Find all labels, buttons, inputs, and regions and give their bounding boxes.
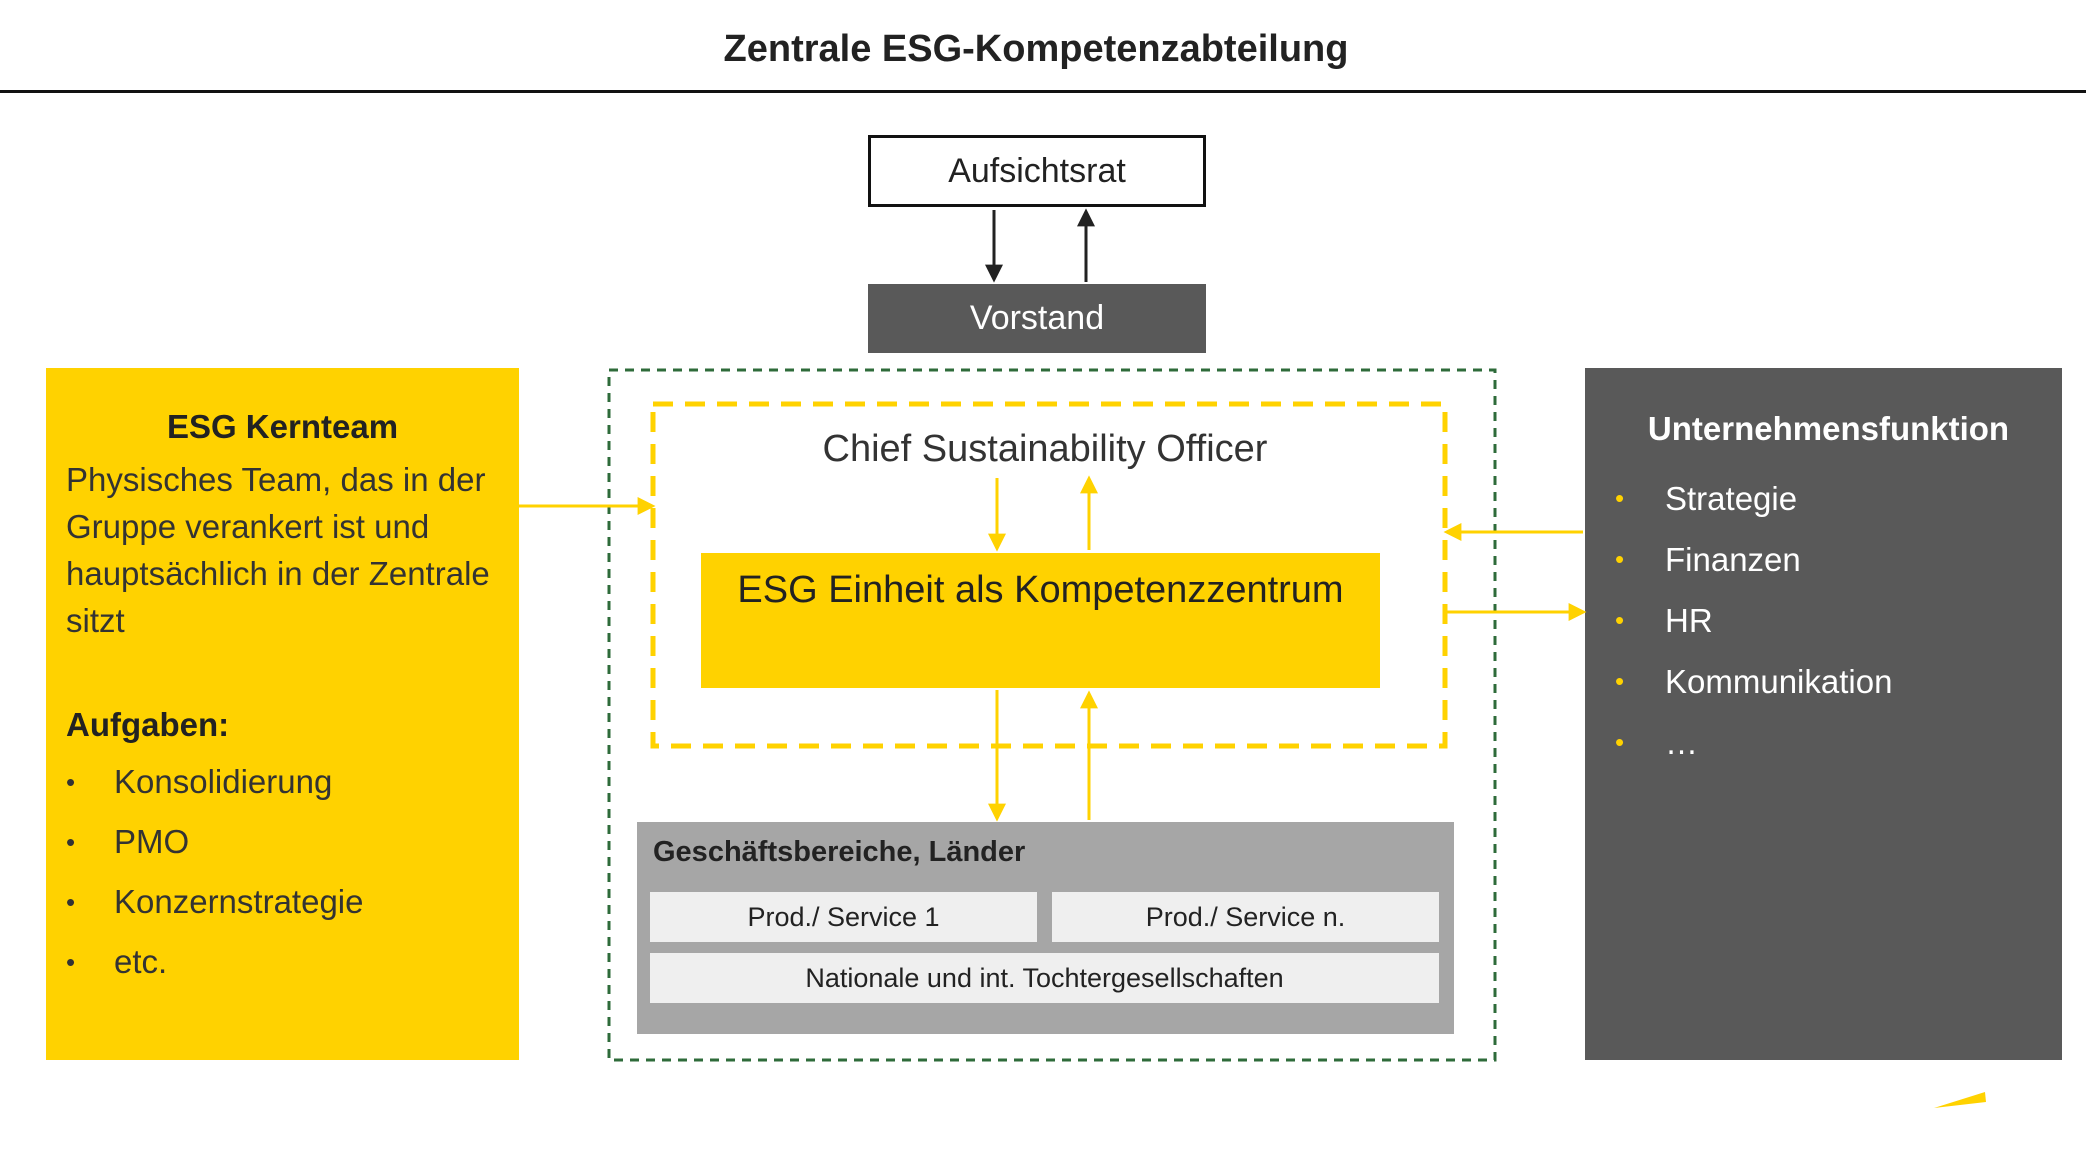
task-label: Konzernstrategie (114, 883, 364, 920)
task-item: • PMO (66, 812, 499, 872)
core-team-heading: ESG Kernteam (166, 408, 399, 445)
bullet-icon: • (66, 947, 76, 977)
product-service-n-box: Prod./ Service n. (1052, 892, 1439, 942)
core-team-description: Physisches Team, das in der Gruppe veran… (66, 461, 490, 639)
product-service-n-label: Prod./ Service n. (1145, 901, 1346, 932)
esg-core-team-panel: ESG Kernteam Physisches Team, das in der… (46, 368, 519, 1060)
functions-list: •Strategie •Finanzen •HR •Kommunikation … (1615, 468, 2042, 773)
bullet-icon: • (66, 887, 76, 917)
task-label: PMO (114, 823, 190, 860)
task-label: Konsolidierung (114, 763, 333, 800)
corporate-functions-panel: Unternehmensfunktion • Strategie • Finanze… (1585, 368, 2062, 1060)
function-label: HR (1665, 602, 1713, 639)
task-item: • Konzernstrategie (66, 872, 499, 932)
title-divider (0, 90, 2086, 93)
esg-unit-box: ESG Einheit als Kompetenzzentrum (701, 553, 1380, 688)
supervisory-board-label: Aufsichtsrat (948, 151, 1126, 190)
page-title: Zentrale ESG-Kompetenzabteilung (723, 28, 1349, 70)
supervisory-board-box: Aufsichtsrat (868, 135, 1206, 207)
executive-board-label: Vorstand (969, 299, 1105, 337)
bullet-icon: • (1615, 483, 1625, 513)
tasks-list: • Konsolidierung • PMO • Konzernstrategie •… (66, 752, 499, 992)
function-item: • Strategie (1615, 468, 2042, 529)
function-item: • Finanzen (1615, 529, 2042, 590)
brand-slash-icon (1934, 1092, 1986, 1108)
bullet-icon: • (1615, 666, 1625, 696)
corporate-functions-heading: Unternehmensfunktion (1647, 410, 2010, 447)
bullet-icon: • (1615, 605, 1625, 635)
task-item: • etc. (66, 932, 499, 992)
esg-unit-label: ESG Einheit als Kompetenzzentrum (737, 569, 1344, 611)
task-item: • Konsolidierung (66, 752, 499, 812)
function-label: Finanzen (1665, 541, 1801, 578)
function-item: • HR (1615, 590, 2042, 651)
function-label: … (1665, 724, 1698, 761)
function-item: • Kommunikation (1615, 651, 2042, 712)
executive-board-box: Vorstand (868, 284, 1206, 353)
function-label: Kommunikation (1665, 663, 1893, 700)
function-label: Strategie (1665, 480, 1798, 517)
bullet-icon: • (66, 827, 76, 857)
tasks-heading: Aufgaben: (66, 706, 230, 743)
cso-label: Chief Sustainability Officer (822, 428, 1268, 470)
subsidiaries-label: Nationale und int. Tochtergesellschaften (805, 962, 1284, 993)
product-service-1-box: Prod./ Service 1 (650, 892, 1037, 942)
subsidiaries-box: Nationale und int. Tochtergesellschaften (650, 953, 1439, 1003)
bullet-icon: • (1615, 727, 1625, 757)
task-label: etc. (114, 943, 168, 980)
product-service-1-label: Prod./ Service 1 (747, 901, 940, 932)
business-units-title: Geschäftsbereiche, Länder (653, 836, 1026, 868)
function-item: •… (1615, 712, 2042, 773)
bullet-icon: • (66, 767, 76, 797)
bullet-icon: • (1615, 544, 1625, 574)
